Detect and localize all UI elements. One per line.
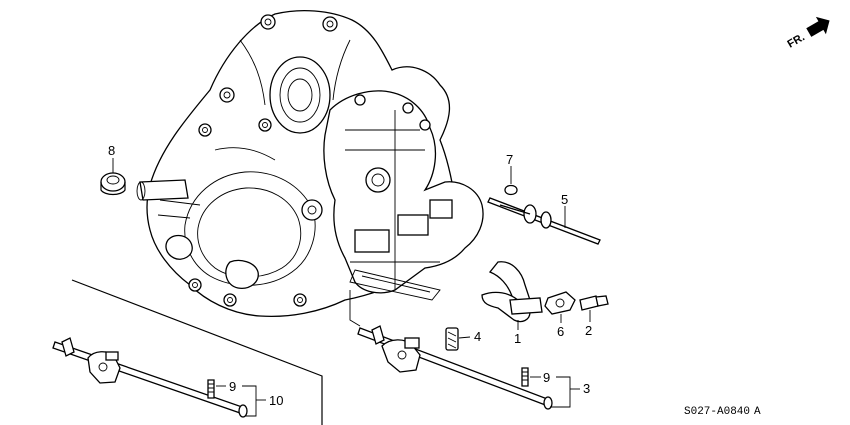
diagram-code-suffix: A [754, 406, 761, 418]
part-6-shift-piece [544, 291, 576, 315]
leader-housing-to-shaft [349, 290, 361, 327]
callout-10: 10 [269, 393, 283, 408]
callout-8: 8 [108, 143, 115, 158]
callout-9-center: 9 [543, 370, 550, 385]
part-9-pin-left [207, 379, 215, 399]
callout-2: 2 [585, 323, 592, 338]
callout-4: 4 [474, 329, 481, 344]
diagram-code: S027-A0840 A [684, 406, 761, 418]
leader-lines [112, 158, 591, 417]
inset-border [71, 279, 323, 425]
callout-9-left: 9 [229, 379, 236, 394]
part-1-shift-fork [481, 261, 543, 323]
callout-5: 5 [561, 192, 568, 207]
diagram-code-main: S027-A0840 [684, 406, 750, 418]
front-arrow-icon [806, 16, 830, 37]
shift-mechanism [301, 90, 484, 301]
part-4-spring [445, 327, 459, 351]
front-direction-indicator: FR. [786, 16, 830, 51]
part-3-shift-shaft [357, 325, 553, 410]
part-8-bearing [100, 172, 126, 196]
front-direction-label: FR. [786, 31, 807, 50]
part-9-pin-center [521, 367, 529, 387]
part-7-clip [504, 184, 518, 196]
part-2-bolt [579, 295, 609, 311]
callout-1: 1 [514, 331, 521, 346]
callout-3: 3 [583, 381, 590, 396]
callout-7: 7 [506, 152, 513, 167]
part-10-shift-shaft [52, 337, 248, 418]
part-5-shift-rod [487, 197, 601, 245]
callout-6: 6 [557, 324, 564, 339]
